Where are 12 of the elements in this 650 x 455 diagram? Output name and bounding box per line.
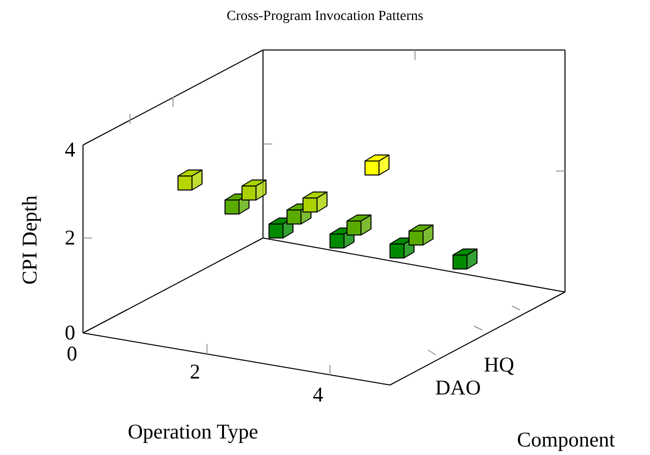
tick-label: 2 [64,228,76,248]
tick-label: 2 [190,362,200,382]
tick-label: 0 [64,322,76,344]
tick-label: 4 [64,140,76,160]
tick-label: HQ [484,354,514,376]
tick-label: 0 [66,344,78,364]
tick-label: 4 [312,384,324,406]
axis-title: Operation Type [128,422,258,442]
axis-title: CPI Depth [20,195,40,285]
chart-title: Cross-Program Invocation Patterns [226,10,424,24]
tick-label: DAO [435,378,481,398]
axis-title: Component [517,430,615,450]
